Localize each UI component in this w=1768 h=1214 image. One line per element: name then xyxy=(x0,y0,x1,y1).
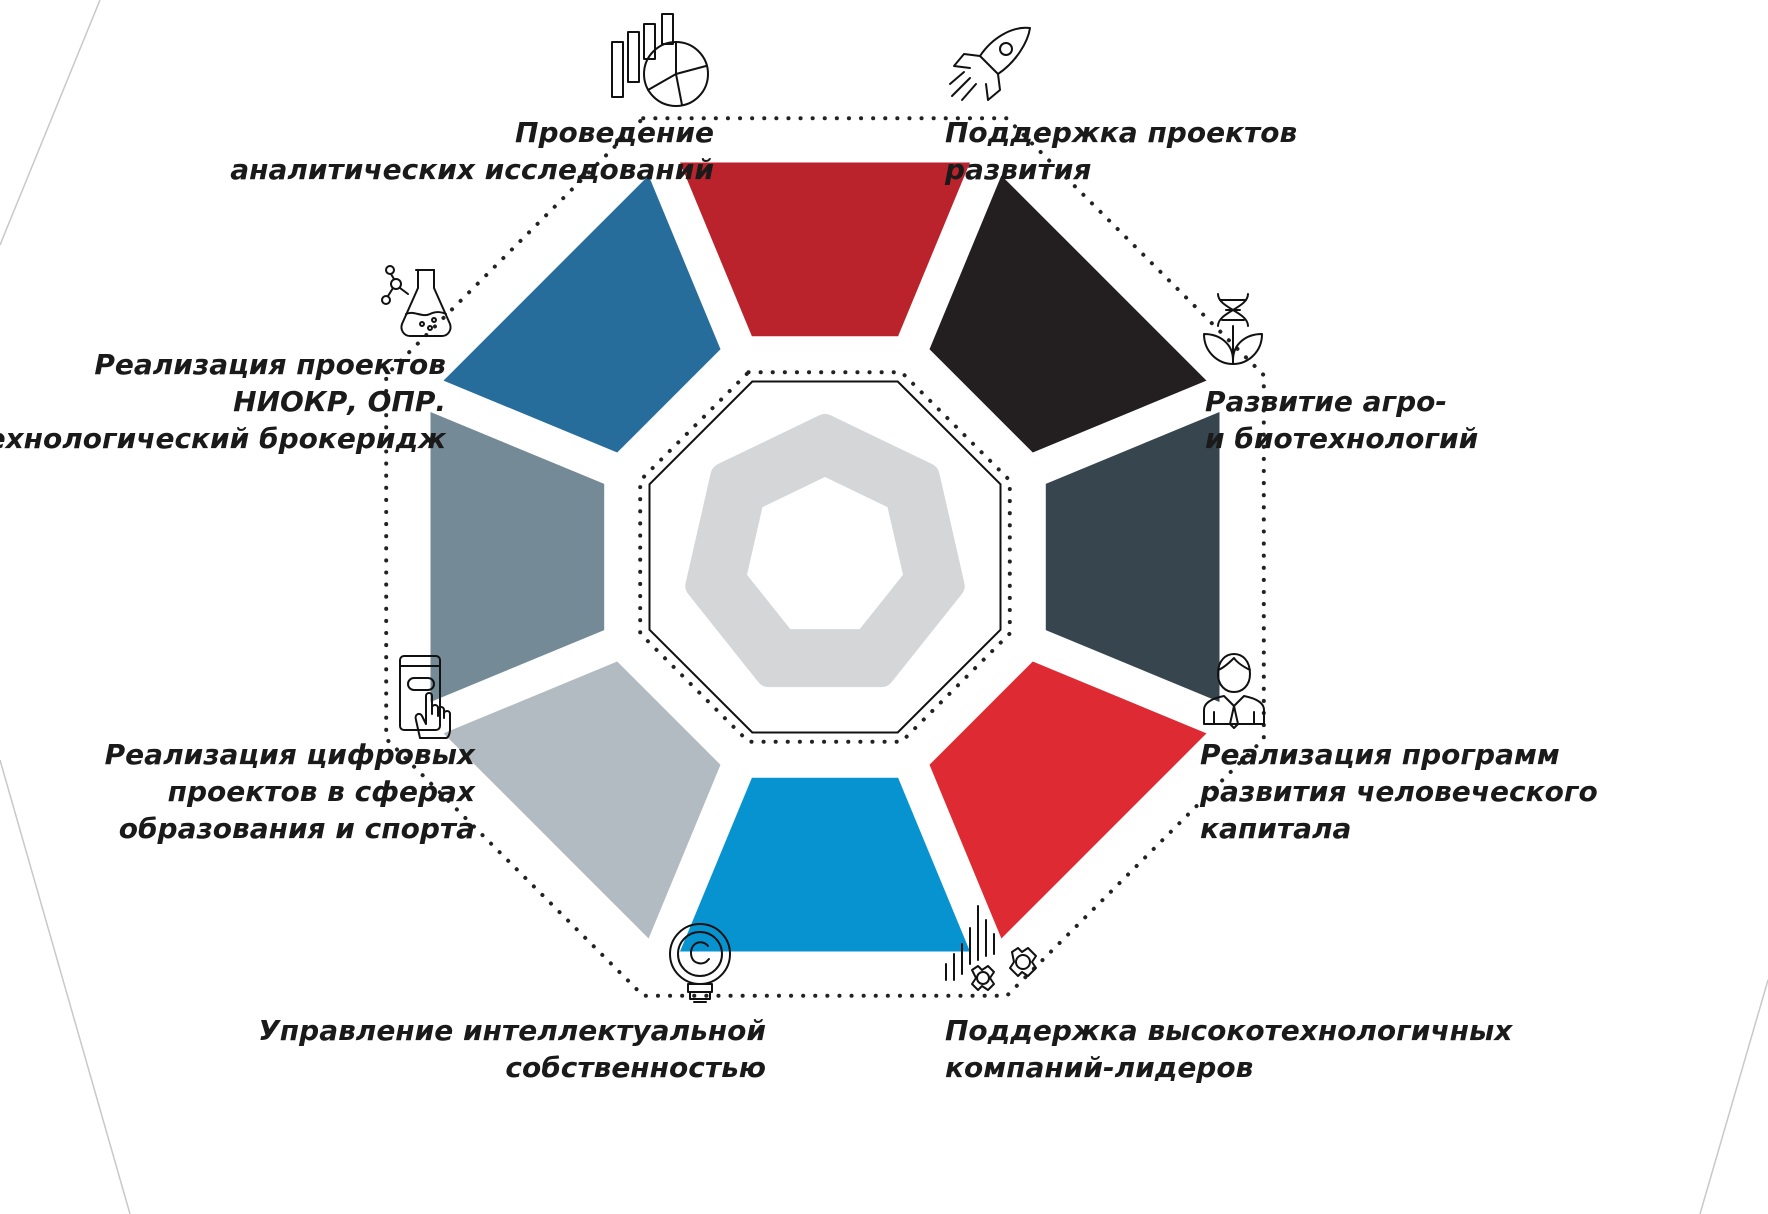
label-line: проектов в сферах xyxy=(167,775,475,808)
segment-digital xyxy=(430,412,605,702)
label-hightech: Поддержка высокотехнологичных компаний-л… xyxy=(945,1012,1512,1086)
inner-dotted-ring xyxy=(638,370,1012,744)
person-icon xyxy=(1203,653,1265,729)
label-line: Управление интеллектуальной xyxy=(258,1014,766,1047)
rocket-icon xyxy=(949,26,1031,101)
label-line: Реализация цифровых xyxy=(104,738,475,771)
dotted-rings xyxy=(384,116,1266,998)
label-line: аналитических исследований xyxy=(230,153,714,186)
center-hub xyxy=(648,380,1002,734)
label-line: развития человеческого xyxy=(1200,775,1598,808)
label-line: НИОКР, ОПР. xyxy=(233,385,446,418)
label-line: Проведение xyxy=(515,116,714,149)
label-digital: Реализация цифровых проектов в сферах об… xyxy=(105,736,475,847)
label-human: Реализация программ развития человеческо… xyxy=(1200,736,1598,847)
label-line: Технологический брокеридж xyxy=(0,422,446,455)
center-octagon-outline xyxy=(648,380,1002,734)
label-agro: Развитие агро- и биотехнологий xyxy=(1205,383,1478,457)
label-rnd: Реализация проектов НИОКР, ОПР. Технолог… xyxy=(0,346,446,457)
segment-hightech xyxy=(680,777,970,952)
label-line: Реализация программ xyxy=(1200,738,1560,771)
label-line: и биотехнологий xyxy=(1205,422,1479,455)
outer-dotted-ring xyxy=(384,116,1266,998)
gears-chart-icon xyxy=(945,905,1037,991)
label-line: компаний-лидеров xyxy=(945,1051,1254,1084)
segments xyxy=(430,162,1220,952)
label-analytics: Проведение аналитических исследований xyxy=(230,114,714,188)
label-projects: Поддержка проектов развития xyxy=(945,114,1297,188)
label-line: развития xyxy=(945,153,1092,186)
label-line: капитала xyxy=(1200,812,1352,845)
segment-analytics xyxy=(680,162,970,337)
chart-analytics-icon xyxy=(611,13,709,107)
segment-ip xyxy=(443,661,721,939)
center-heptagon-inner xyxy=(747,477,903,630)
label-line: Реализация проектов xyxy=(94,348,446,381)
label-line: Поддержка проектов xyxy=(945,116,1298,149)
label-line: собственностью xyxy=(505,1051,766,1084)
label-line: Поддержка высокотехнологичных xyxy=(945,1014,1513,1047)
segment-rnd xyxy=(443,175,721,453)
touchscreen-icon xyxy=(399,655,451,739)
label-line: образования и спорта xyxy=(118,812,475,845)
label-line: Развитие агро- xyxy=(1205,385,1448,418)
segment-agro xyxy=(1045,412,1220,702)
segment-human xyxy=(929,661,1207,939)
flask-molecule-icon xyxy=(381,265,452,337)
segment-projects xyxy=(929,175,1207,453)
dna-plant-icon xyxy=(1203,293,1263,365)
label-ip: Управление интеллектуальной собственност… xyxy=(258,1012,766,1086)
copyright-bulb-icon xyxy=(669,923,731,1003)
